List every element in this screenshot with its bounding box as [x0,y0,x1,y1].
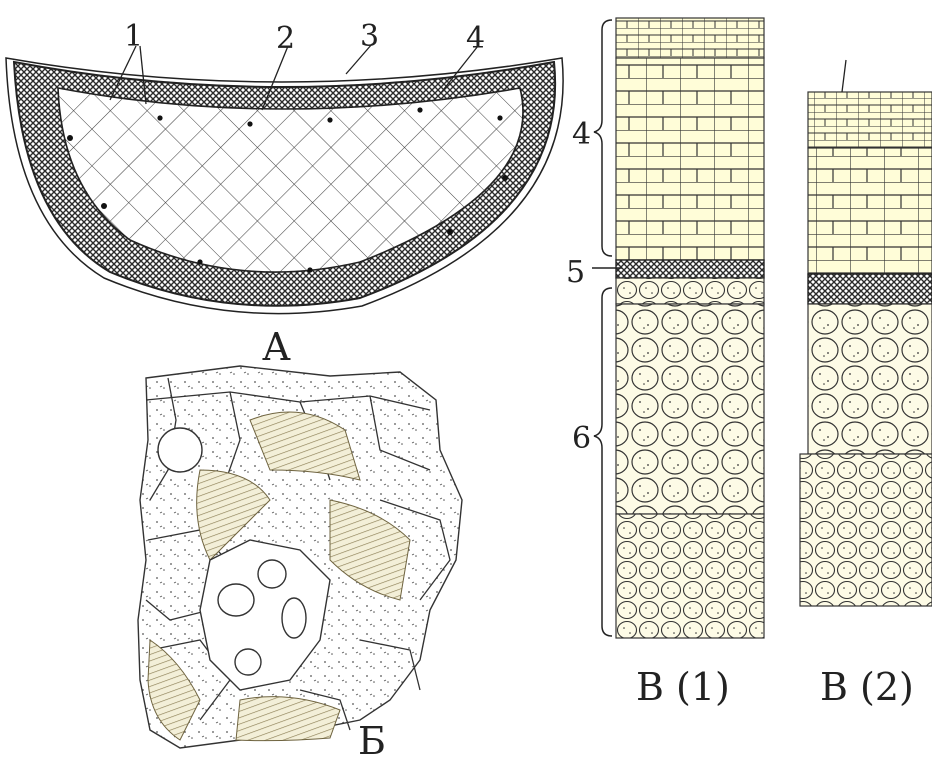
section-v1-cambium [616,260,764,278]
section-v1-cork-top [616,18,764,58]
section-v1-cork [616,58,764,260]
section-v1-parenchyma [616,304,764,514]
brace-6 [594,288,612,636]
section-v2-caption: В (2) [820,665,914,709]
section-b-tissue-detail: Б [138,366,462,760]
section-v1-parenchyma-lower [616,514,764,638]
section-a-label-4: 4 [466,21,485,56]
section-v2-tick [842,60,846,92]
brace-4 [594,20,612,256]
section-v2-parenchyma [808,304,932,454]
section-v1-label-6: 6 [572,421,591,456]
section-v1-label-4: 4 [572,117,591,152]
section-v2-column: В (2) [800,60,932,709]
section-v2-cork-top [808,92,932,148]
section-a-label-3: 3 [360,19,379,54]
section-v2-parenchyma-lower [800,454,932,606]
section-a-label-2: 2 [276,21,295,56]
section-a-cross-section: 1 2 3 4 А [6,19,563,369]
section-b-caption: Б [358,719,386,760]
section-v1-caption: В (1) [636,665,730,709]
section-a-caption: А [262,325,291,369]
section-v1-label-5: 5 [566,255,585,290]
section-v1-column: 4 5 6 В (1) [566,18,764,709]
section-a-label-1: 1 [124,19,143,54]
section-v2-cork [808,148,932,274]
section-v2-cambium [808,274,932,304]
section-v1-parenchyma-top [616,278,764,304]
